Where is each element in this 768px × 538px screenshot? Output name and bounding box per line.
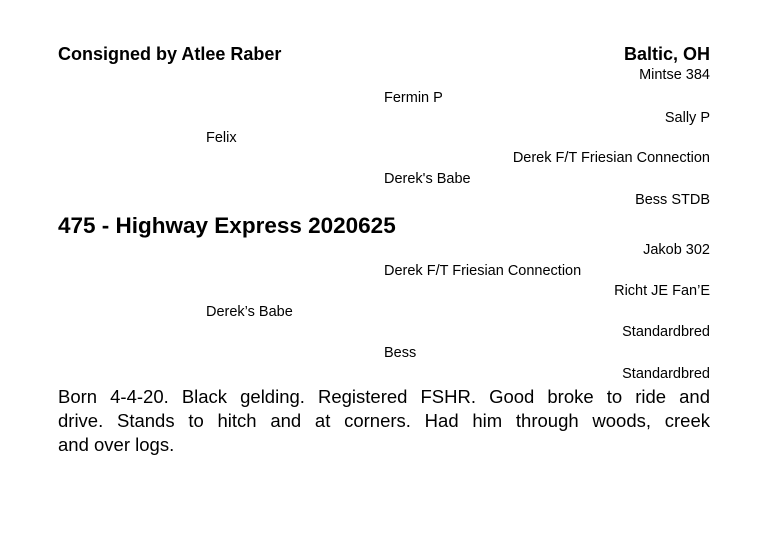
consignor-name: Consigned by Atlee Raber: [58, 44, 282, 64]
lot-title: 475 - Highway Express 2020625: [58, 213, 396, 238]
lot-description: Born 4-4-20. Black gelding. Registered F…: [58, 385, 710, 457]
dam-sire-dam: Richt JE Fan’E: [614, 283, 710, 299]
sire-dam-sire: Derek F/T Friesian Connection: [512, 150, 710, 166]
description-line: and over logs.: [58, 434, 175, 455]
sire-dam-dam: Bess STDB: [635, 192, 710, 208]
description-line: drive. Stands to hitch and at corners. H…: [58, 410, 710, 431]
dam-sire-sire: Jakob 302: [643, 242, 710, 258]
sire-sire: Fermin P: [384, 90, 443, 106]
sire-dam: Derek's Babe: [384, 171, 471, 187]
dam: Derek’s Babe: [206, 304, 293, 320]
dam-dam-dam: Standardbred: [622, 366, 710, 382]
sire-sire-dam: Sally P: [664, 110, 710, 126]
sire: Felix: [206, 130, 237, 146]
dam-dam: Bess: [384, 345, 417, 361]
dam-dam-sire: Standardbred: [622, 324, 710, 340]
consignor-location: Baltic, OH: [623, 44, 710, 64]
sire-sire-sire: Mintse 384: [639, 67, 710, 83]
dam-sire: Derek F/T Friesian Connection: [384, 263, 582, 279]
description-line: Born 4-4-20. Black gelding. Registered F…: [58, 386, 710, 407]
